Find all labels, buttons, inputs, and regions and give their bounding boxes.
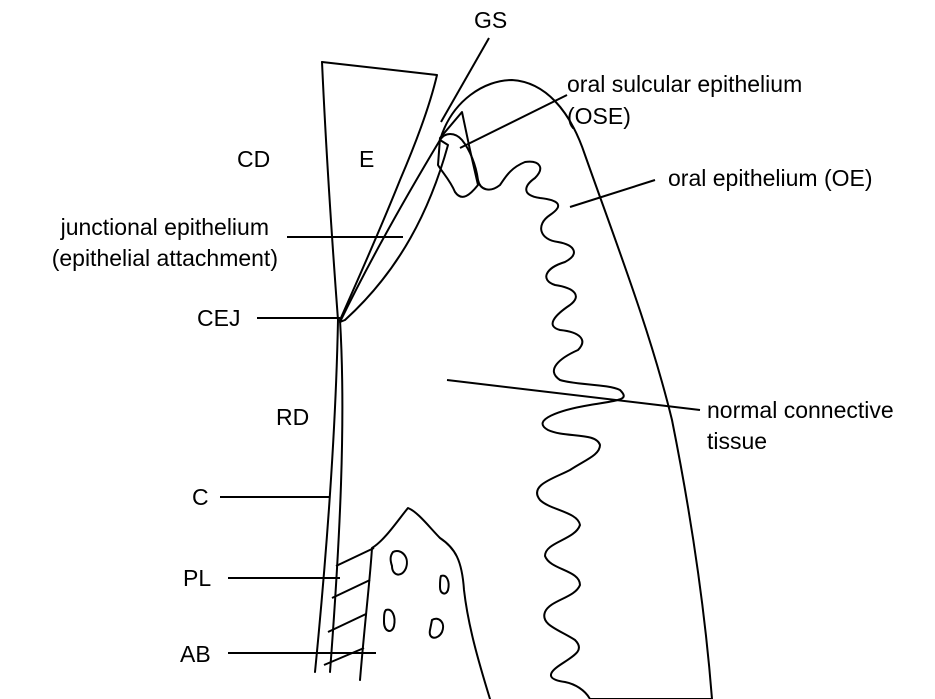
marrow-space-1	[391, 551, 407, 575]
label-je-1: junctional epithelium	[60, 214, 269, 240]
pdl-fibre-2	[332, 580, 370, 598]
label-cej: CEJ	[197, 305, 240, 331]
oral-sulcular-epithelium-shape	[438, 112, 478, 197]
alveolar-bone-shape	[360, 508, 490, 699]
tooth-surface-line	[315, 62, 338, 672]
label-ose-2: (OSE)	[567, 103, 631, 129]
ose-leader	[460, 95, 567, 148]
label-oe: oral epithelium (OE)	[668, 165, 873, 191]
label-ab: AB	[180, 641, 211, 667]
marrow-space-3	[384, 610, 395, 631]
label-gs: GS	[474, 7, 507, 33]
gs-leader	[441, 38, 489, 122]
label-pl: PL	[183, 565, 211, 591]
label-nct-1: normal connective	[707, 397, 894, 423]
pdl-fibre-4	[324, 648, 364, 665]
label-e: E	[359, 146, 374, 172]
oe-leader	[570, 180, 655, 207]
label-c: C	[192, 484, 209, 510]
label-ose-1: oral sulcular epithelium	[567, 71, 802, 97]
pdl-fibre-1	[336, 548, 374, 566]
label-rd: RD	[276, 404, 309, 430]
label-cd: CD	[237, 146, 270, 172]
junctional-epithelium-shape	[340, 140, 448, 322]
tooth-crown-outline	[322, 62, 437, 320]
label-je-2: (epithelial attachment)	[52, 245, 278, 271]
marrow-space-2	[440, 576, 449, 594]
marrow-space-4	[430, 619, 443, 638]
label-nct-2: tissue	[707, 428, 767, 454]
